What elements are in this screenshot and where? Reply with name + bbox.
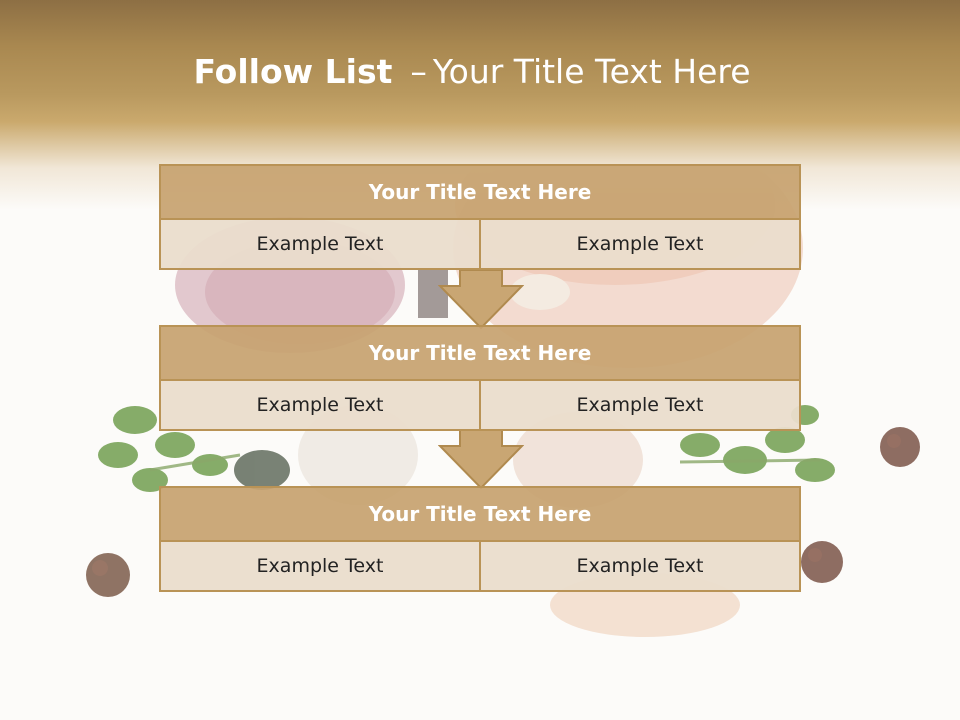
block-title: Your Title Text Here <box>159 486 801 542</box>
down-arrow-2 <box>438 429 524 490</box>
block-title: Your Title Text Here <box>159 164 801 220</box>
title-bold: Follow List <box>193 52 393 91</box>
block-row: Example Text Example Text <box>159 381 801 431</box>
block-row: Example Text Example Text <box>159 220 801 270</box>
block-cell-right: Example Text <box>481 381 801 431</box>
block-row: Example Text Example Text <box>159 542 801 592</box>
title-rest: Your Title Text Here <box>432 52 751 91</box>
title-separator: – <box>410 52 427 91</box>
slide-title: Follow List–Your Title Text Here <box>0 52 944 91</box>
peppercorn-photo <box>86 427 920 597</box>
garlic-photo <box>510 274 570 310</box>
list-block: Your Title Text Here Example Text Exampl… <box>159 486 801 592</box>
block-cell-right: Example Text <box>481 542 801 592</box>
down-arrow-1 <box>438 269 524 330</box>
block-cell-left: Example Text <box>159 220 481 270</box>
block-title: Your Title Text Here <box>159 325 801 381</box>
block-cell-left: Example Text <box>159 381 481 431</box>
parsley-photo <box>98 406 290 492</box>
list-block: Your Title Text Here Example Text Exampl… <box>159 325 801 431</box>
block-cell-right: Example Text <box>481 220 801 270</box>
block-cell-left: Example Text <box>159 542 481 592</box>
list-block: Your Title Text Here Example Text Exampl… <box>159 164 801 270</box>
